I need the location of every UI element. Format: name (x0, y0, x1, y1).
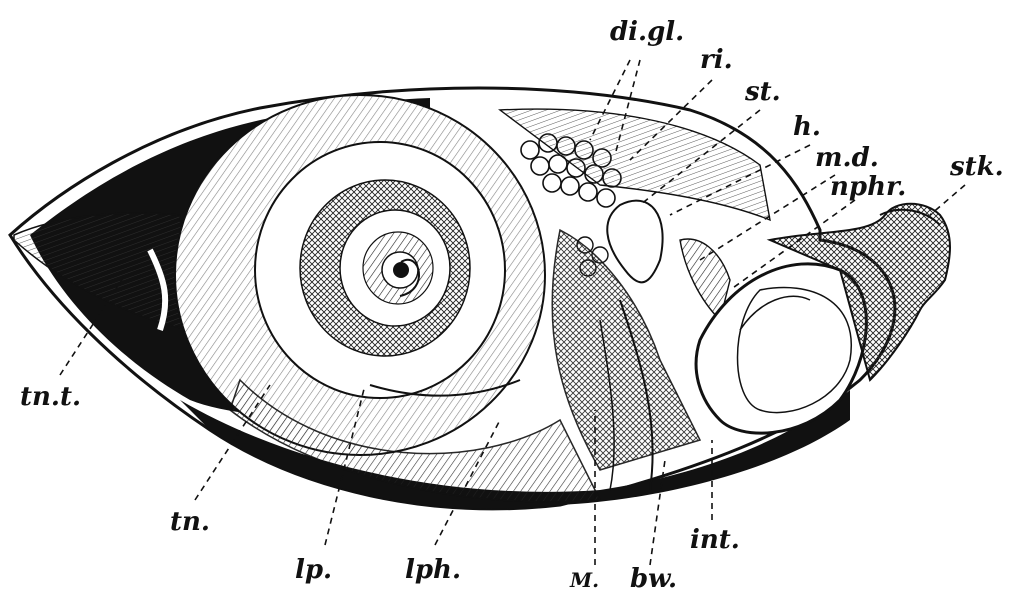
label-bw: bw. (630, 564, 677, 594)
label-tn-t: tn.t. (20, 382, 81, 412)
label-st: st. (744, 77, 781, 107)
label-tn: tn. (170, 507, 210, 537)
label-m-d: m.d. (815, 143, 879, 173)
label-nphr: nphr. (830, 172, 906, 202)
label-lp: lp. (295, 555, 332, 585)
label-stk: stk. (949, 152, 1004, 182)
label-lph: lph. (405, 555, 461, 585)
label-M: M. (569, 568, 599, 592)
label-int: int. (690, 525, 740, 555)
label-ri: ri. (700, 45, 733, 75)
label-di-gl: di.gl. (610, 17, 684, 47)
outer-whorl (175, 95, 545, 455)
label-h: h. (793, 112, 821, 142)
